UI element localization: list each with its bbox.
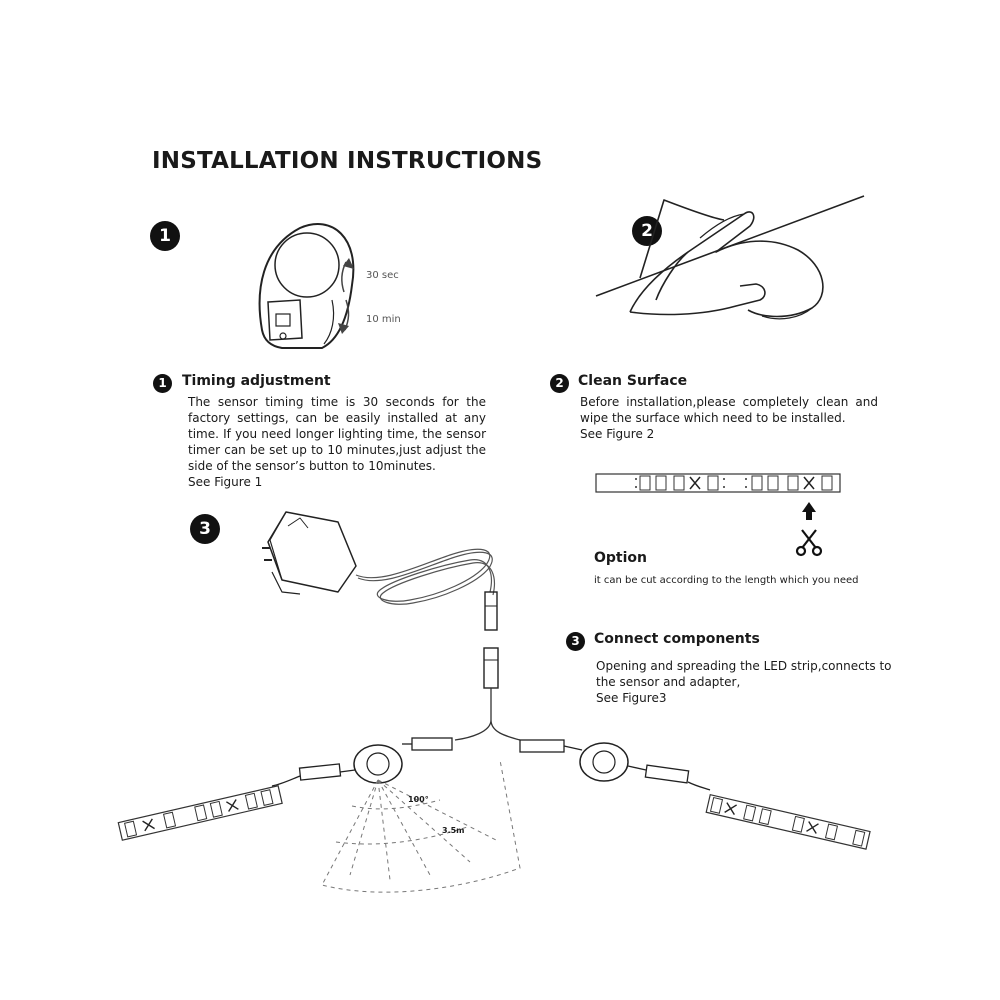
timer-max-label: 30 sec: [366, 270, 399, 281]
step-1-line: factory settings, can be easily installe…: [188, 411, 486, 425]
power-adapter: [262, 511, 357, 595]
step-3-heading: Connect components: [594, 631, 760, 647]
led-strip-right: [705, 793, 871, 850]
detection-zone: [321, 759, 521, 893]
step-1-badge: 1: [153, 374, 172, 393]
step-1-text: The sensor timing time is 30 seconds for…: [188, 394, 486, 490]
scissors-icon: [795, 529, 823, 557]
step-3-badge: 3: [566, 632, 585, 651]
step-1-heading: Timing adjustment: [182, 373, 331, 389]
motion-sensor: [353, 744, 403, 784]
step-2-line: See Figure 2: [580, 427, 655, 441]
option-heading: Option: [594, 550, 647, 566]
step-3-text: Opening and spreading the LED strip,conn…: [596, 658, 896, 706]
step-2-line: wipe the surface which need to be instal…: [580, 411, 846, 425]
step-2-heading: Clean Surface: [578, 373, 688, 389]
timer-min-label: 10 min: [366, 314, 401, 325]
arrow-up-icon: [802, 502, 816, 520]
led-strip-left: [117, 785, 283, 841]
arrow-up-icon: [343, 258, 354, 269]
step-1-line: See Figure 1: [188, 475, 263, 489]
dc-plug: [484, 591, 498, 631]
angle-label: 100°: [408, 795, 429, 804]
distance-label: 3.5m: [442, 826, 465, 835]
figure-3-badge: 3: [190, 514, 220, 544]
step-1-line: timer can be set up to 10 minutes,just a…: [188, 443, 486, 457]
step-2-text: Before installation,please completely cl…: [580, 394, 878, 442]
step-2-line: Before installation,please completely cl…: [580, 395, 878, 409]
step-3-line: See Figure3: [596, 691, 667, 705]
figure-1-badge: 1: [150, 221, 180, 251]
step-3-line: Opening and spreading the LED strip,conn…: [596, 659, 892, 673]
page-title: INSTALLATION INSTRUCTIONS: [152, 148, 543, 174]
step-1-line: The sensor timing time is 30 seconds for…: [188, 395, 486, 409]
step-1-line: side of the sensor’s button to 10minutes…: [188, 459, 436, 473]
dc-socket: [483, 647, 499, 689]
step-2-badge: 2: [550, 374, 569, 393]
arrow-down-icon: [338, 323, 349, 334]
step-1-line: time. If you need longer lighting time, …: [188, 427, 486, 441]
step-3-line: the sensor and adapter,: [596, 675, 741, 689]
motion-sensor: [579, 742, 629, 782]
option-text: it can be cut according to the length wh…: [594, 575, 859, 586]
